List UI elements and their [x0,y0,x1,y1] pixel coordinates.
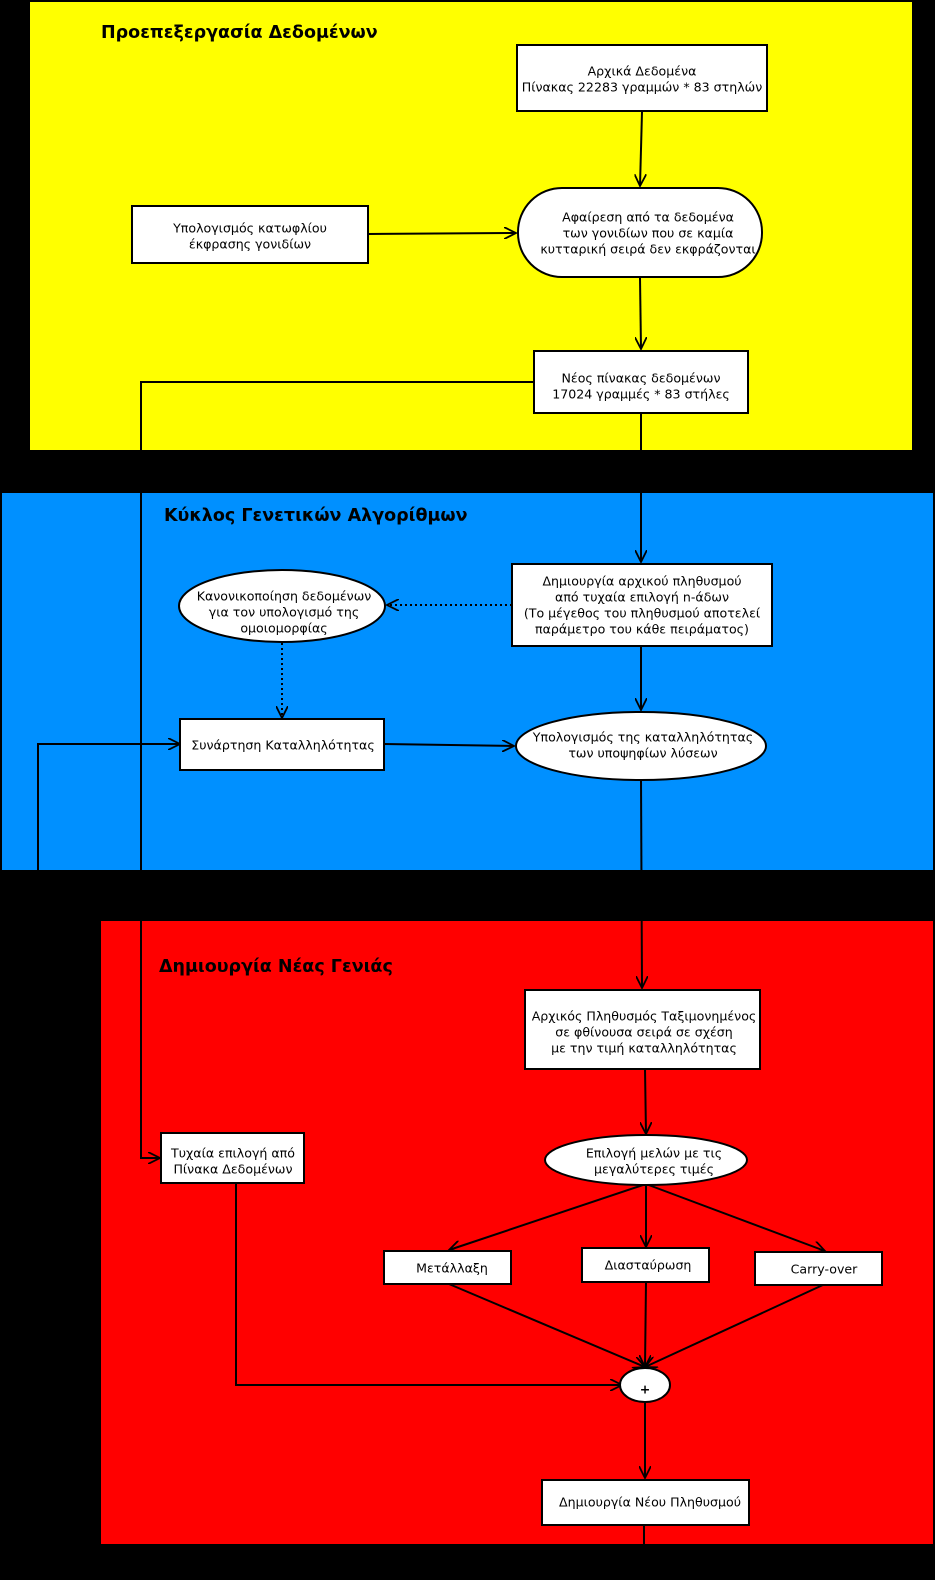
node-label-line: για τον υπολογισμό της [209,605,359,620]
edge-select-top-to-mutation [449,1183,647,1250]
node-mutation: Μετάλλαξη [383,1250,512,1285]
edge-initial-data-to-remove-genes [640,111,642,186]
node-fitness-function: Συνάρτηση Καταλληλότητας [179,718,385,771]
svg-text:Δημιουργία Νέου Πληθυσμού: Δημιουργία Νέου Πληθυσμού [559,1495,741,1510]
node-label-line: με την τιμή καταλληλότητας [551,1041,737,1056]
node-label-line: + [640,1382,651,1397]
svg-text:Carry-over: Carry-over [791,1262,859,1277]
svg-text:Μετάλλαξη: Μετάλλαξη [416,1261,488,1276]
panel-genetic-cycle [2,493,933,870]
node-label-line: Κανονικοποίηση δεδομένων [197,589,372,604]
node-label-line: Μετάλλαξη [416,1261,488,1276]
node-label-line: 17024 γραμμές * 83 στήλες [552,387,730,402]
node-combine: + [619,1367,671,1403]
node-label-line: Δημιουργία αρχικού πληθυσμού [542,574,741,589]
svg-text:Συνάρτηση Καταλληλότητας: Συνάρτηση Καταλληλότητας [191,738,374,753]
panel-title-preprocessing: Προεπεξεργασία Δεδομένων [101,23,378,43]
edge-select-top-to-carry-over [645,1183,825,1251]
node-label-line: Επιλογή μελών με τις [586,1146,722,1161]
edge-threshold-to-remove-genes [367,233,516,234]
node-carry-over: Carry-over [754,1251,883,1286]
edge-crossover-to-combine [645,1281,646,1367]
node-label-line: Αρχικά Δεδομένα [588,64,697,79]
node-label-line: Δημιουργία Νέου Πληθυσμού [559,1495,741,1510]
node-label-line: Συνάρτηση Καταλληλότητας [191,738,374,753]
node-label-line: σε φθίνουσα σειρά σε σχέση [555,1025,733,1040]
node-new-population: Δημιουργία Νέου Πληθυσμού [541,1479,750,1526]
node-label-line: κυτταρική σειρά δεν εκφράζονται [540,242,755,257]
node-label-line: Διασταύρωση [605,1258,692,1273]
node-label-line: έκφρασης γονιδίων [189,237,311,252]
node-label-line: Υπολογισμός της καταλληλότητας [532,730,753,745]
edge-fitness-calc-to-sorted-population [641,779,642,988]
node-label-line: Αφαίρεση από τα δεδομένα [562,210,734,225]
node-label-line: Αρχικός Πληθυσμός Ταξιμονημένος [532,1009,757,1024]
edge-new-table-to-random-pick [140,381,534,1158]
edge-loop-to-fitness-function [37,744,645,1580]
node-label-line: Carry-over [791,1262,859,1277]
node-label-line: των γονιδίων που σε καμία [563,226,734,241]
node-label-line: μεγαλύτερες τιμές [594,1162,714,1177]
svg-text:+: + [640,1382,651,1397]
panel-title-genetic-cycle: Κύκλος Γενετικών Αλγορίθμων [164,506,468,526]
node-label-line: Υπολογισμός κατωφλίου [172,221,327,236]
node-crossover: Διασταύρωση [581,1247,710,1283]
node-label-line: από τυχαία επιλογή n-άδων [555,590,729,605]
edge-random-pick-to-combine [235,1183,622,1385]
edges [37,111,826,1580]
edge-mutation-to-combine [448,1283,645,1367]
node-label-line: ομοιομορφίας [240,621,327,636]
edge-carry-over-to-combine [645,1283,826,1367]
node-label-line: Νέος πίνακας δεδομένων [562,371,721,386]
node-label-line: Πίνακας 22283 γραμμών * 83 στηλών [522,80,763,95]
edge-sorted-population-to-select-top [645,1068,646,1134]
node-label-line: παράμετρο του κάθε πειράματος) [535,622,749,637]
edge-fitness-function-to-fitness-calc [383,744,514,746]
edge-remove-genes-to-new-table [640,277,641,349]
node-label-line: (Το μέγεθος του πληθυσμού αποτελεί [524,606,761,621]
svg-text:Διασταύρωση: Διασταύρωση [605,1258,692,1273]
panel-new-generation [101,921,933,1544]
node-label-line: Πίνακα Δεδομένων [173,1162,292,1177]
node-label-line: Τυχαία επιλογή από [170,1146,295,1161]
node-label-line: των υποψηφίων λύσεων [568,746,717,761]
panel-title-new-generation: Δημιουργία Νέας Γενιάς [159,957,393,977]
